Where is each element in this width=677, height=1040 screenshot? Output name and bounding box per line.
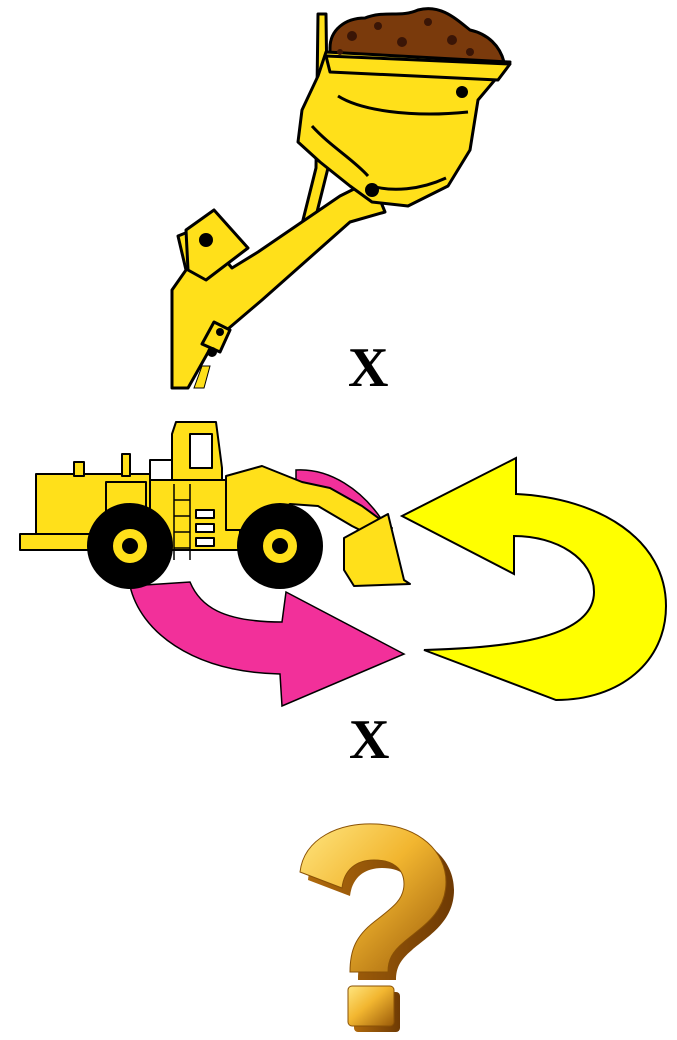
loader-bucket-raised-icon xyxy=(0,0,677,400)
multiplier-sign-top: X xyxy=(348,340,388,396)
wheel-loader-icon xyxy=(20,422,410,588)
yellow-curved-arrow-icon xyxy=(402,458,666,700)
question-mark-icon xyxy=(0,800,677,1040)
multiplier-sign-bottom: X xyxy=(349,712,389,768)
loader-cycle-illustration xyxy=(0,410,677,740)
